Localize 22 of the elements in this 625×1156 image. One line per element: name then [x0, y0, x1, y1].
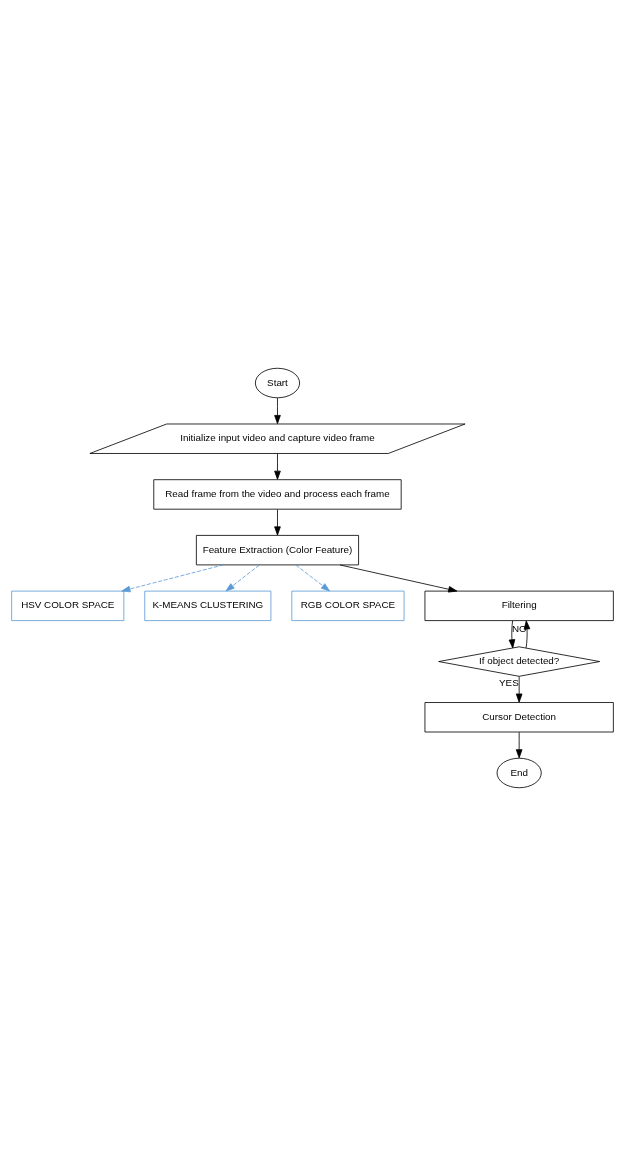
- edge-label: YES: [499, 677, 519, 689]
- node-box: Feature Extraction (Color Feature): [195, 535, 359, 566]
- arrow: [274, 453, 281, 480]
- arrow: [515, 676, 523, 703]
- arrow: [523, 620, 531, 649]
- arrow: [121, 564, 224, 593]
- node-box: Filtering: [424, 590, 614, 621]
- node-box: Cursor Detection: [424, 702, 614, 733]
- node-box: HSV COLOR SPACE: [11, 590, 125, 621]
- arrow: [274, 397, 281, 425]
- node-box: RGB COLOR SPACE: [291, 590, 405, 621]
- node-diamond: If object detected?: [438, 646, 601, 677]
- arrow: [339, 564, 458, 593]
- node-box: Read frame from the video and process each frame: [153, 479, 402, 510]
- arrow: [274, 509, 281, 536]
- node-box: K-MEANS CLUSTERING: [144, 590, 272, 621]
- arrow: [515, 731, 523, 759]
- arrow: [295, 564, 330, 592]
- arrow: [508, 620, 516, 649]
- node-ellipse: End: [496, 757, 542, 789]
- node-ellipse: Start: [254, 367, 300, 399]
- arrow: [225, 564, 260, 592]
